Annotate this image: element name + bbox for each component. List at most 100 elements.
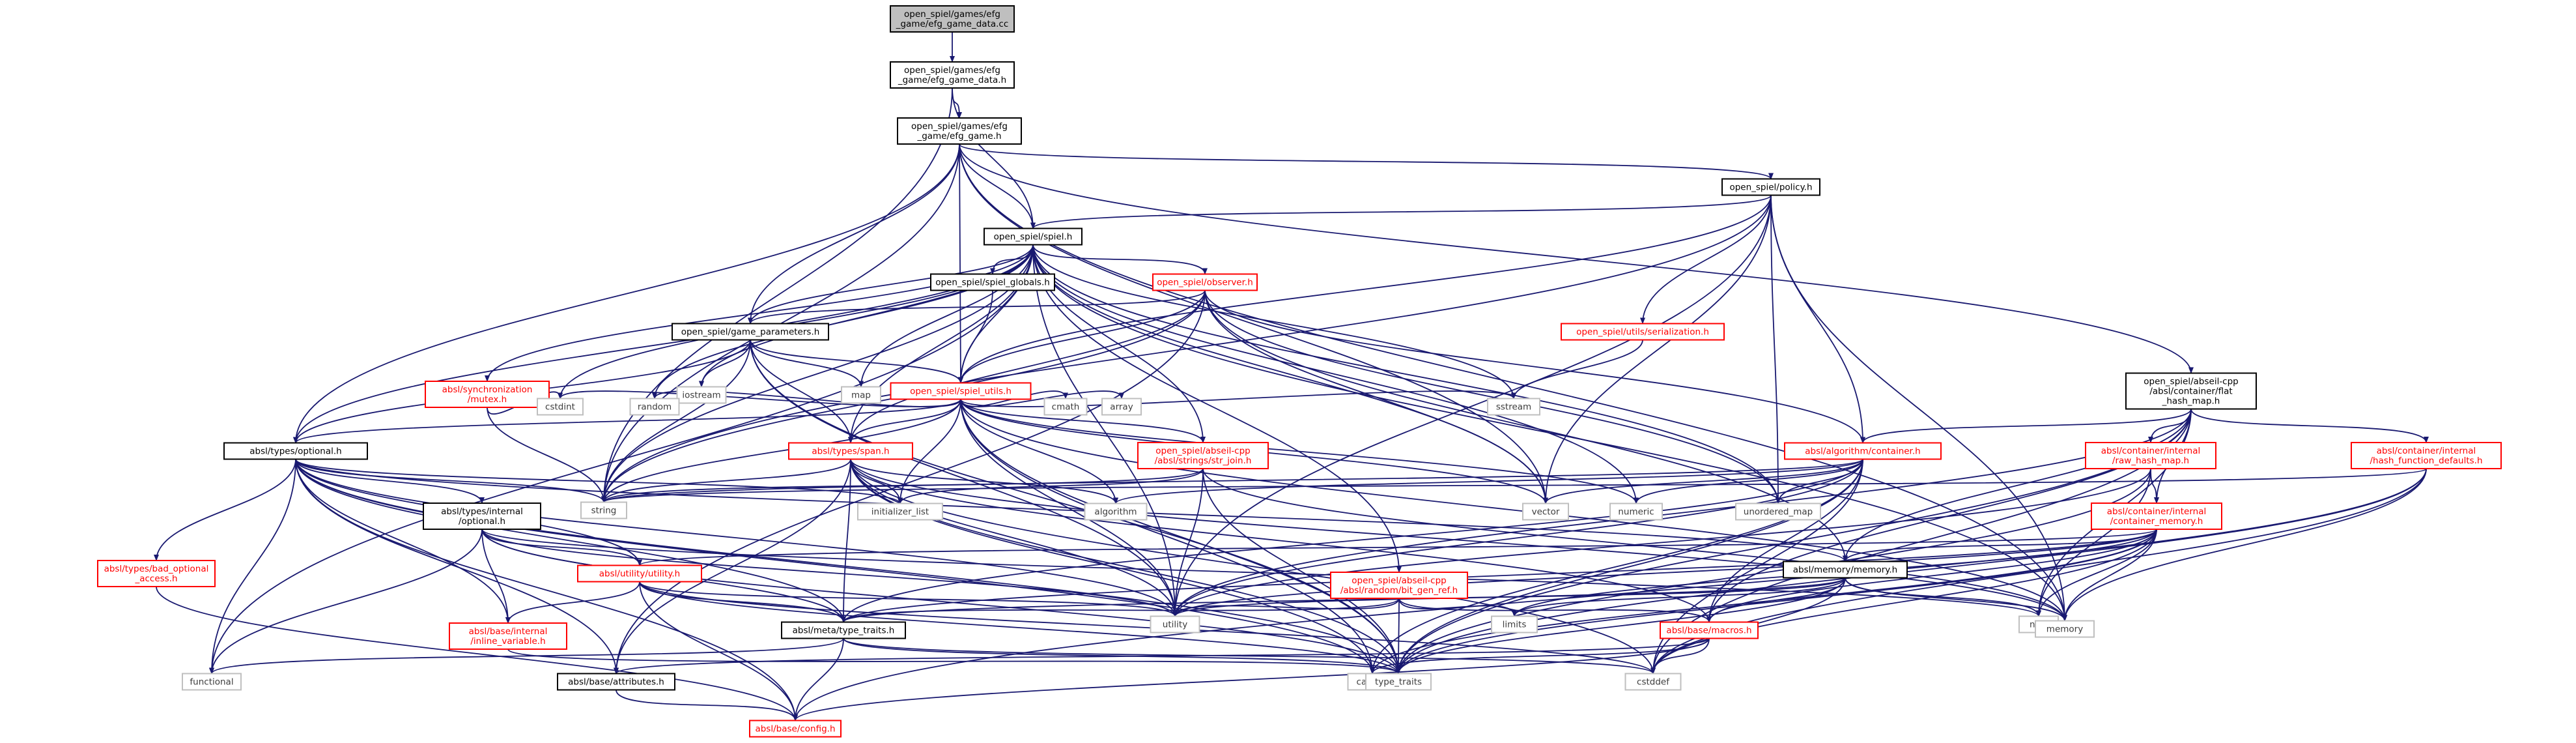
- node-box: [788, 442, 913, 460]
- edge-observer_h-to-span_h: [848, 290, 1206, 444]
- edge-span_h-to-type_traits_meta_h: [841, 459, 851, 623]
- edge-container_memory_h-to-new: [2036, 529, 2157, 617]
- node-label-line: absl/types/optional.h: [249, 446, 341, 457]
- node-efg-game-data-h[interactable]: open_spiel/games/efg_game/efg_game_data.…: [890, 61, 1015, 89]
- node-config-h[interactable]: absl/base/config.h: [749, 720, 842, 738]
- edge-hash_function_defaults_h-to-cstddef: [1650, 468, 2427, 675]
- node-efg-game-data-cc[interactable]: open_spiel/games/efg_game/efg_game_data.…: [890, 5, 1015, 33]
- node-cstddef: cstddef: [1624, 673, 1682, 691]
- node-label-line: absl/base/internal: [469, 626, 548, 637]
- node-box: [2085, 442, 2216, 469]
- edge-algo_container_h-to-cassert: [1370, 459, 1863, 675]
- node-box: [1137, 442, 1269, 469]
- node-box: [97, 560, 216, 587]
- edge-spiel_utils_h-to-memory: [960, 399, 2067, 622]
- edge-algo_container_h-to-algorithm: [1113, 458, 1863, 504]
- edge-optional_h-to-bad_optional_access_h: [154, 459, 296, 561]
- node-memory-memory-h[interactable]: absl/memory/memory.h: [1783, 561, 1908, 579]
- edge-policy_h-to-serialization_h: [1640, 195, 1772, 325]
- node-efg-game-h[interactable]: open_spiel/games/efg_game/efg_game.h: [897, 117, 1022, 145]
- edge-spiel_utils_h-to-algorithm: [960, 399, 1118, 504]
- edge-game_parameters_h-to-map: [750, 340, 864, 388]
- edge-observer_h-to-game_parameters_h: [748, 290, 1206, 325]
- edge-bit_gen_ref_h-to-type_traits_meta_h: [841, 598, 1400, 623]
- node-bad-optional-access-h[interactable]: absl/types/bad_optional_access.h: [97, 560, 216, 587]
- edge-memory_memory_h-to-type_traits: [1396, 577, 1846, 675]
- node-label-line: utility: [1163, 620, 1187, 630]
- edge-policy_h-to-spiel_h: [1030, 194, 1772, 229]
- node-game-parameters-h[interactable]: open_spiel/game_parameters.h: [672, 323, 829, 341]
- node-inline-variable-h[interactable]: absl/base/internal/inline_variable.h: [449, 622, 567, 650]
- node-box: [1735, 503, 1821, 521]
- edge-flat_hash_map_h-to-hash_function_defaults_h: [2190, 409, 2429, 443]
- edge-span_h-to-cassert: [850, 459, 1375, 675]
- node-map: map: [841, 386, 881, 404]
- node-observer-h[interactable]: open_spiel/observer.h: [1152, 273, 1258, 291]
- node-box: [1721, 178, 1820, 196]
- node-serialization-h[interactable]: open_spiel/utils/serialization.h: [1561, 323, 1725, 341]
- node-raw-hash-map-h[interactable]: absl/container/internal/raw_hash_map.h: [2085, 442, 2216, 469]
- node-mutex-h[interactable]: absl/synchronization/mutex.h: [425, 381, 550, 408]
- node-box: [1487, 398, 1540, 416]
- node-attributes-h[interactable]: absl/base/attributes.h: [557, 673, 675, 691]
- edge-efg_game_data_h-to-spiel_h: [952, 87, 1036, 229]
- node-type-traits: type_traits: [1365, 673, 1432, 691]
- node-optional-h[interactable]: absl/types/optional.h: [223, 442, 368, 460]
- dependency-edges: [154, 31, 2429, 721]
- node-utility-h[interactable]: absl/utility/utility.h: [577, 564, 702, 583]
- node-numeric: numeric: [1609, 503, 1663, 521]
- node-spiel-globals-h[interactable]: open_spiel/spiel_globals.h: [930, 273, 1055, 291]
- edge-observer_h-to-attributes_h: [614, 290, 1206, 675]
- node-box: [1150, 615, 1200, 634]
- node-label-line: _game/efg_game_data.h: [898, 75, 1006, 85]
- node-label-line: open_spiel/abseil-cpp: [2144, 377, 2239, 387]
- node-label-line: open_spiel/utils/serialization.h: [1576, 327, 1709, 338]
- node-box: [1365, 673, 1432, 691]
- node-algorithm: algorithm: [1084, 503, 1148, 521]
- node-str-join-h[interactable]: open_spiel/abseil-cpp/absl/strings/str_j…: [1137, 442, 1269, 469]
- node-span-h[interactable]: absl/types/span.h: [788, 442, 913, 460]
- node-policy-h[interactable]: open_spiel/policy.h: [1721, 178, 1820, 196]
- node-spiel-h[interactable]: open_spiel/spiel.h: [984, 227, 1083, 246]
- node-label-line: iostream: [682, 390, 720, 401]
- edge-serialization_h-to-sstream: [1511, 340, 1643, 400]
- node-label-line: absl/algorithm/container.h: [1805, 446, 1920, 457]
- node-container-memory-h[interactable]: absl/container/internal/container_memory…: [2091, 503, 2222, 530]
- node-algo-container-h[interactable]: absl/algorithm/container.h: [1784, 442, 1942, 460]
- node-label-line: /absl/container/flat: [2149, 386, 2232, 397]
- node-label-line: absl/types/bad_optional: [104, 564, 209, 574]
- node-label-line: initializer_list: [871, 507, 929, 517]
- edge-internal_optional_h-to-utility: [481, 529, 1178, 617]
- edge-algo_container_h-to-vector: [1543, 459, 1863, 504]
- node-label-line: open_spiel/game_parameters.h: [681, 327, 820, 338]
- node-label-line: absl/utility/utility.h: [599, 569, 680, 579]
- node-flat-hash-map-h[interactable]: open_spiel/abseil-cpp/absl/container/fla…: [2125, 372, 2257, 410]
- node-hash-function-defaults-h[interactable]: absl/container/internal/hash_function_de…: [2351, 442, 2502, 469]
- node-label-line: cstdint: [545, 402, 575, 413]
- node-utility: utility: [1150, 615, 1200, 634]
- edge-memory_memory_h-to-new: [1845, 577, 2041, 617]
- edge-utility_h-to-cstddef: [639, 581, 1656, 675]
- node-bit-gen-ref-h[interactable]: open_spiel/abseil-cpp/absl/random/bit_ge…: [1330, 572, 1468, 599]
- node-label-line: random: [638, 402, 672, 413]
- node-label-line: array: [1110, 402, 1133, 413]
- edge-bit_gen_ref_h-to-limits: [1398, 598, 1517, 617]
- edge-raw_hash_map_h-to-utility: [1172, 468, 2151, 617]
- edge-game_parameters_h-to-iostream: [699, 340, 751, 388]
- edge-container_memory_h-to-utility_h: [637, 529, 2157, 566]
- edge-optional_h-to-cassert: [295, 459, 1375, 675]
- node-spiel-utils-h[interactable]: open_spiel/spiel_utils.h: [890, 382, 1032, 400]
- edge-span_h-to-string: [601, 459, 851, 503]
- node-macros-h[interactable]: absl/base/macros.h: [1660, 621, 1759, 639]
- edge-spiel_utils_h-to-sstream: [960, 390, 1516, 407]
- node-internal-optional-h[interactable]: absl/types/internal/optional.h: [423, 503, 541, 530]
- edge-hash_function_defaults_h-to-string: [601, 468, 2427, 503]
- edge-internal_optional_h-to-functional: [209, 529, 483, 675]
- node-type-traits-meta-h[interactable]: absl/meta/type_traits.h: [781, 621, 906, 639]
- edge-spiel_h-to-game_parameters_h: [748, 244, 1034, 325]
- edge-spiel_utils_h-to-array: [960, 390, 1124, 407]
- edge-observer_h-to-unordered_map: [1204, 290, 1781, 504]
- node-iostream: iostream: [676, 386, 727, 404]
- node-label-line: string: [591, 506, 617, 516]
- edge-container_memory_h-to-utility: [1172, 529, 2157, 617]
